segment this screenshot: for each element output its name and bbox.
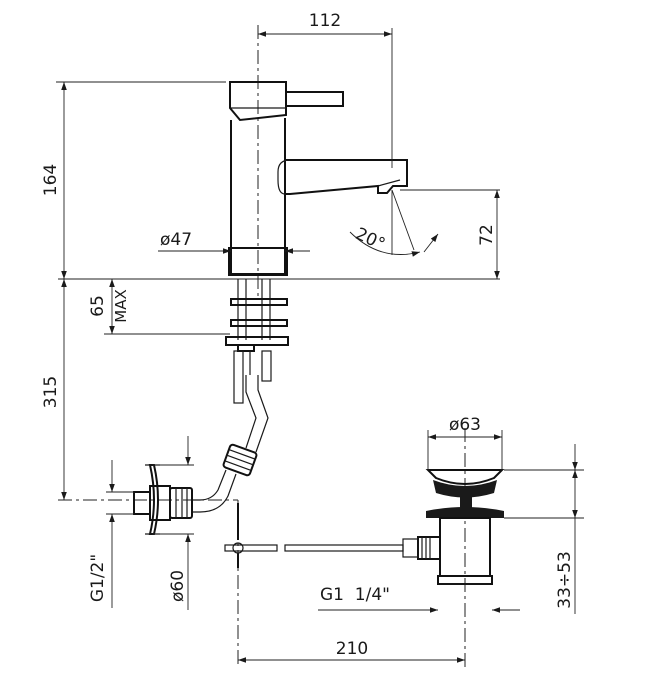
dim-rod-length: 210 bbox=[238, 639, 465, 663]
dim-flange-diameter-label: ø60 bbox=[168, 570, 188, 602]
mounting-assembly bbox=[225, 279, 289, 404]
flexible-hose bbox=[133, 375, 269, 535]
dim-waste-diameter-label: ø63 bbox=[449, 415, 481, 435]
dim-flange-diameter: ø60 bbox=[152, 436, 194, 610]
tap-body bbox=[228, 81, 408, 276]
dim-max-deck: 65 MAX bbox=[88, 279, 230, 335]
dim-max-label: MAX bbox=[112, 289, 130, 322]
dim-max-deck-label: 65 bbox=[88, 295, 108, 317]
dim-overall-height-label: 164 bbox=[41, 164, 61, 196]
dim-spout-angle: 20° bbox=[349, 189, 439, 257]
dim-hose-length: 315 bbox=[41, 279, 67, 500]
dim-top-offset: 112 bbox=[258, 11, 393, 168]
popup-rod bbox=[224, 503, 404, 568]
dim-body-diameter-label: ø47 bbox=[160, 230, 192, 250]
dim-spout-height-label: 72 bbox=[477, 224, 497, 246]
dim-inlet-thread-label: G1/2" bbox=[88, 554, 108, 602]
dim-waste-diameter: ø63 bbox=[427, 415, 503, 470]
dim-spout-height: 72 bbox=[400, 189, 500, 279]
dim-top-offset-label: 112 bbox=[309, 11, 341, 31]
dim-spout-angle-label: 20° bbox=[352, 224, 388, 255]
dim-overall-height: 164 bbox=[41, 81, 226, 279]
dim-waste-range-label: 33÷53 bbox=[555, 551, 575, 609]
dim-waste-thread: G1 1/4" bbox=[318, 585, 520, 613]
dim-inlet-thread: G1/2" bbox=[88, 460, 134, 608]
dim-hose-length-label: 315 bbox=[41, 376, 61, 408]
dim-waste-thread-label: G1 1/4" bbox=[320, 585, 390, 605]
dim-rod-length-label: 210 bbox=[336, 639, 368, 659]
dim-waste-range: 33÷53 bbox=[504, 444, 584, 614]
waste-assembly bbox=[402, 469, 505, 585]
dim-body-diameter: ø47 bbox=[158, 230, 310, 254]
